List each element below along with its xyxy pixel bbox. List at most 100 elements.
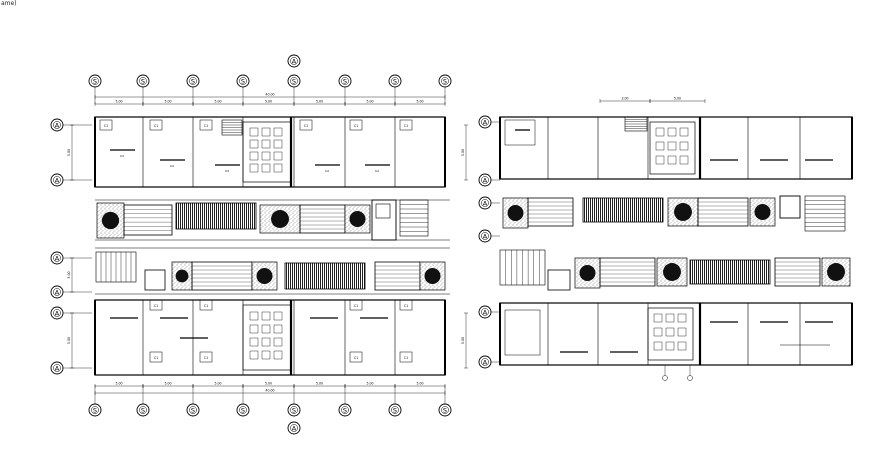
- dim-top-6-label: 5.00: [416, 100, 423, 104]
- left-planter-3-tree: [349, 211, 366, 227]
- right-corridor-3-outline: [599, 257, 656, 287]
- toilet-stall: [249, 337, 259, 347]
- left-lift-core: [371, 199, 397, 241]
- toilet-stall: [679, 155, 689, 165]
- grid-bubble-top-3-inner: [239, 77, 247, 85]
- toilet-stall: [249, 127, 259, 137]
- grid-bubble-top-5-letter: S: [343, 77, 347, 85]
- grid-bubble-axis-bottom-inner: [290, 424, 298, 432]
- right-planter-2-tree: [674, 203, 692, 221]
- right-corridor-4-outline: [774, 257, 821, 287]
- toilet-stall: [249, 311, 259, 321]
- grid-bubble-left-0-letter: A: [55, 121, 60, 129]
- toilet-stall: [677, 313, 687, 323]
- grid-bubble-right-plan-2-inner: [481, 199, 489, 207]
- grid-bubble-left-4-letter: A: [55, 309, 60, 317]
- left-planter-2-tree: [271, 210, 289, 228]
- grid-bubble-bottom-5-letter: S: [343, 406, 347, 414]
- grid-bubble-bottom-7-inner: [441, 406, 449, 414]
- corner-label: ame): [1, 0, 17, 7]
- dim-right-top-0-label: 3.00: [621, 97, 628, 101]
- toilet-stall: [273, 139, 283, 149]
- toilet-stall: [261, 139, 271, 149]
- grid-bubble-bottom-0-letter: S: [93, 406, 97, 414]
- grid-bubble-right-plan-1-inner: [481, 176, 489, 184]
- left-corridor-2-outline: [299, 204, 346, 234]
- left-planter-1-tree: [101, 211, 120, 230]
- right-axis-marker: [687, 375, 693, 381]
- room-tag: C2: [120, 154, 124, 158]
- left-lower-column-3: [399, 299, 413, 311]
- dim-top-2-label: 5.00: [214, 100, 221, 104]
- left-lower-block: [94, 299, 446, 376]
- right-ramp-2: [689, 259, 771, 285]
- left-corridor-1-outline: [123, 204, 173, 236]
- grid-bubble-left-1-letter: A: [55, 176, 60, 184]
- grid-bubble-right-plan-1-letter: A: [483, 176, 488, 184]
- left-lift-car: [375, 203, 391, 219]
- grid-bubble-top-1-inner: [139, 77, 147, 85]
- toilet-stall: [261, 163, 271, 173]
- right-planter-6-tree: [827, 263, 845, 281]
- grid-bubble-bottom-3-inner: [239, 406, 247, 414]
- grid-bubble-bottom-7-letter: S: [443, 406, 447, 414]
- grid-bubble-right-plan-3-letter: A: [483, 232, 488, 240]
- grid-bubble-right-plan-4-inner: [481, 308, 489, 316]
- left-lower-lift: [144, 269, 166, 291]
- dim-right-0-label: 5.00: [461, 149, 465, 156]
- toilet-stall: [665, 313, 675, 323]
- grid-bubble-left-4-inner: [53, 309, 61, 317]
- toilet-stall: [273, 151, 283, 161]
- room-tag: C1: [204, 124, 208, 128]
- left-corridor-4-outline: [374, 261, 421, 291]
- right-corridor-1-outline: [527, 197, 574, 227]
- grid-bubble-top-3-letter: S: [241, 77, 245, 85]
- grid-bubble-bottom-2-letter: S: [191, 406, 195, 414]
- toilet-stall: [679, 127, 689, 137]
- room-tag: C1: [304, 124, 308, 128]
- toilet-stall: [655, 155, 665, 165]
- grid-bubble-right-plan-2-letter: A: [483, 199, 488, 207]
- grid-bubble-top-1-letter: S: [141, 77, 145, 85]
- grid-bubble-bottom-5-inner: [341, 406, 349, 414]
- toilet-stall: [249, 151, 259, 161]
- right-planter-6-bed: [821, 257, 851, 287]
- grid-bubble-bottom-6-letter: S: [393, 406, 397, 414]
- right-upper-office: [504, 119, 536, 146]
- left-ramp-2: [284, 262, 366, 290]
- grid-bubble-right-plan-0-letter: A: [483, 118, 488, 126]
- dim-top-5-label: 5.00: [366, 100, 373, 104]
- right-planter-3-tree: [754, 204, 771, 220]
- toilet-stall: [249, 139, 259, 149]
- toilet-stall: [653, 313, 663, 323]
- toilet-stall: [665, 327, 675, 337]
- grid-bubble-right-plan-0-inner: [481, 118, 489, 126]
- grid-bubble-axis-bottom-letter: A: [292, 424, 297, 432]
- left-planter-5-bed: [251, 261, 278, 291]
- toilet-stall: [667, 155, 677, 165]
- toilet-stall: [655, 127, 665, 137]
- room-tag: C1: [354, 356, 358, 360]
- dim-top-3-label: 5.00: [265, 100, 272, 104]
- dim-left-1-label: 3.00: [67, 271, 71, 278]
- grid-bubble-top-7-letter: S: [443, 77, 447, 85]
- toilet-stall: [665, 341, 675, 351]
- left-lower-column-6: [349, 351, 363, 363]
- right-lower-toilet-core: [647, 307, 694, 361]
- toilet-stall: [653, 327, 663, 337]
- toilet-stall: [677, 341, 687, 351]
- toilet-stall: [249, 350, 259, 360]
- grid-bubble-bottom-4-inner: [290, 406, 298, 414]
- grid-bubble-right-plan-5-letter: A: [483, 358, 488, 366]
- room-tag: C1: [154, 356, 158, 360]
- dim-bottom-3-label: 5.00: [265, 382, 272, 386]
- toilet-stall: [677, 327, 687, 337]
- left-lower-column-2: [349, 299, 363, 311]
- grid-bubble-top-0-inner: [91, 77, 99, 85]
- dim-top-1-label: 5.00: [164, 100, 171, 104]
- dim-bottom-1-label: 5.00: [164, 382, 171, 386]
- right-corridor-2-outline: [697, 197, 749, 227]
- room-tag: C2: [225, 169, 229, 173]
- grid-bubble-bottom-4-letter: S: [292, 406, 296, 414]
- grid-bubble-top-2-letter: S: [191, 77, 195, 85]
